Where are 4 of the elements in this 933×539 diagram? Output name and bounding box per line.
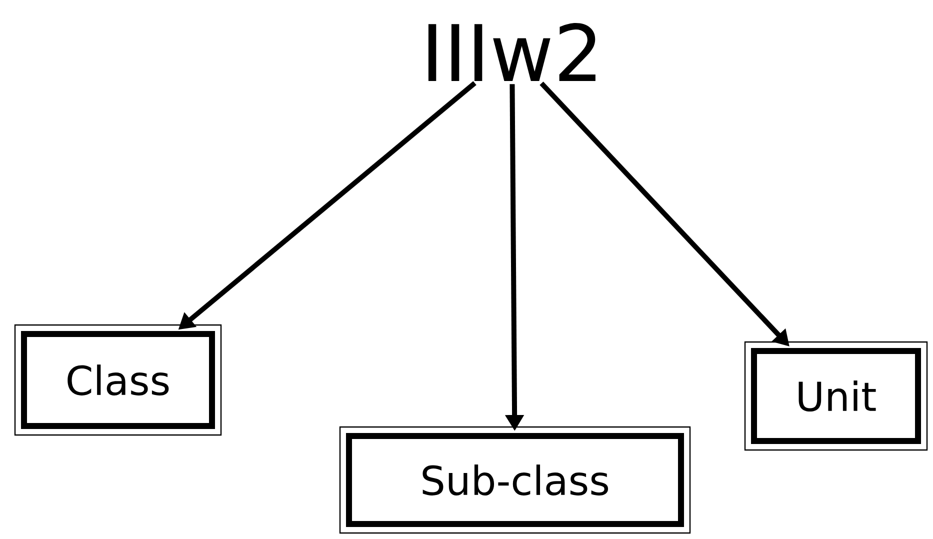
- title: IIIw2: [428, 23, 596, 81]
- double-border-box: Sub-class: [339, 426, 691, 534]
- double-border-box: Unit: [744, 341, 928, 451]
- double-border-box: Class: [14, 324, 222, 436]
